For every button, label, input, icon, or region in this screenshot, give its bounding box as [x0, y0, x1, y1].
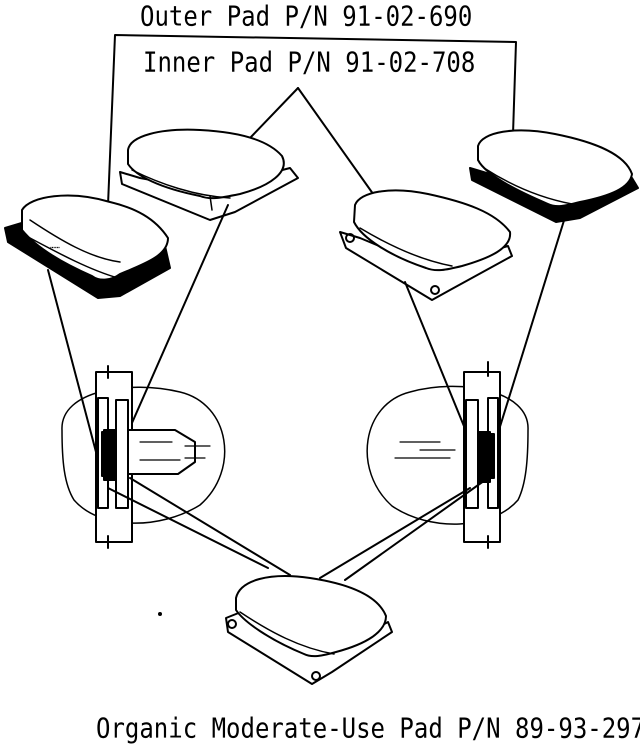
- right-caliper: [366, 361, 529, 549]
- outer-pad-label: Outer Pad P/N 91-02-690: [140, 0, 473, 33]
- stray-mark: [158, 612, 162, 616]
- organic-pad-label: Organic Moderate-Use Pad P/N 89-93-297: [96, 712, 640, 745]
- outer-pad-bracket: [107, 34, 517, 206]
- inner-pad-label: Inner Pad P/N 91-02-708: [143, 46, 476, 79]
- right-outer-pad: [469, 129, 639, 223]
- pad-to-caliper-leaders: [47, 204, 567, 453]
- organic-pad: [225, 575, 393, 685]
- right-inner-pad: [339, 189, 513, 301]
- left-inner-pad: [119, 128, 299, 221]
- left-caliper: [61, 365, 226, 549]
- inner-pad-leaders: [249, 87, 377, 199]
- svg-text:⋯⋯: ⋯⋯: [50, 243, 60, 252]
- left-outer-pad: ⋯⋯: [4, 194, 171, 299]
- caliper-to-organic-leaders: [107, 477, 489, 581]
